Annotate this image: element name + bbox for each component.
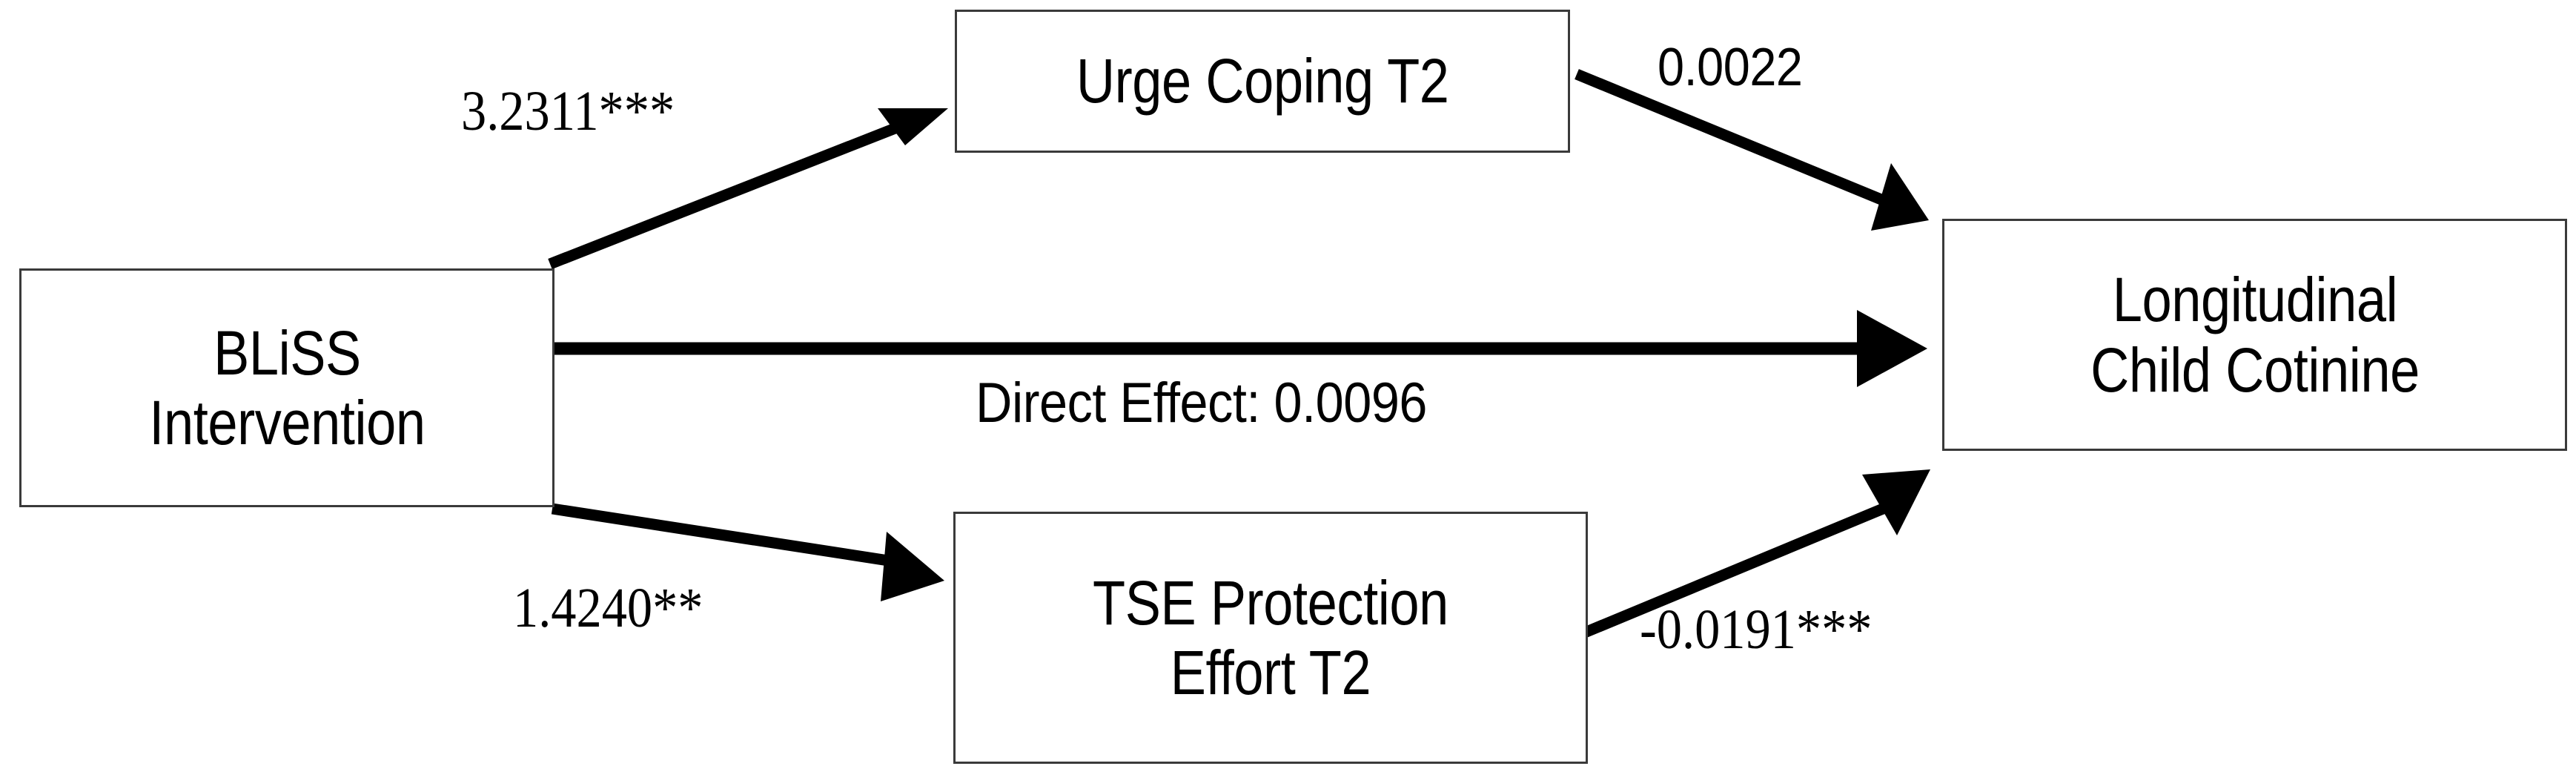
node-longitudinal-child-cotinine: Longitudinal Child Cotinine <box>1942 219 2567 451</box>
node-urge-coping-t2: Urge Coping T2 <box>955 10 1570 153</box>
node-longitudinal-child-cotinine-label: Longitudinal Child Cotinine <box>2090 265 2420 405</box>
edge-label-b-path-top: 0.0022 <box>1658 38 1803 97</box>
edge-label-direct-path: Direct Effect: 0.0096 <box>976 372 1428 435</box>
edge-label-a-path-bottom: 1.4240** <box>513 577 703 639</box>
edge-label-a-path-top: 3.2311*** <box>461 80 675 142</box>
node-bliss-intervention: BLiSS Intervention <box>19 268 554 507</box>
node-tse-protection-effort-t2: TSE Protection Effort T2 <box>953 512 1588 764</box>
edge-label-b-path-bottom: -0.0191*** <box>1640 598 1873 661</box>
node-tse-protection-effort-t2-label: TSE Protection Effort T2 <box>1093 567 1448 707</box>
node-bliss-intervention-label: BLiSS Intervention <box>148 317 426 458</box>
node-urge-coping-t2-label: Urge Coping T2 <box>1076 46 1449 116</box>
